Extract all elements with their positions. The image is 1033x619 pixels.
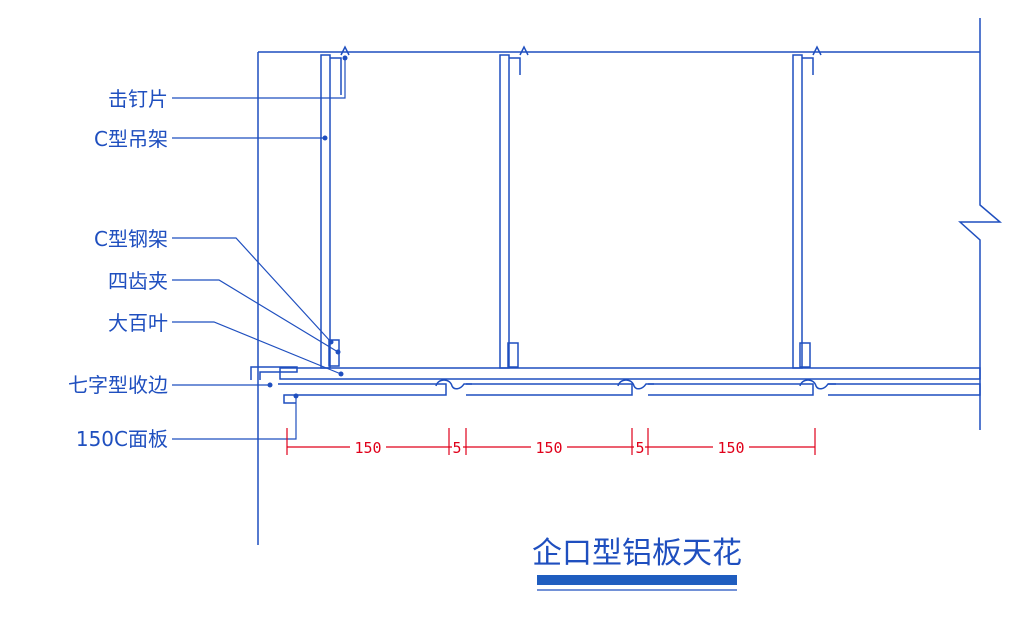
label-louver: 大百叶 [108, 311, 168, 335]
c-hanger-2 [499, 45, 529, 369]
title-bar [537, 575, 737, 585]
panel-4 [828, 383, 981, 396]
panel-hook-1 [435, 379, 472, 390]
clip-2 [507, 342, 519, 368]
right-break-line [958, 18, 1003, 430]
panel-hook-2 [617, 379, 654, 390]
dimension-5: 150 [717, 439, 744, 457]
label-nail: 击钉片 [108, 87, 168, 111]
label-panel: 150C面板 [76, 427, 168, 451]
leader-dots [267, 55, 348, 399]
panel-2 [466, 383, 633, 396]
dimension-2: 5 [452, 439, 461, 457]
panel-hook-3 [799, 379, 836, 390]
clip-3 [799, 342, 811, 368]
panel-1 [278, 383, 447, 404]
dimension-1: 150 [354, 439, 381, 457]
panel-3 [648, 383, 814, 396]
dimension-texts: 150 5 150 5 150 [350, 438, 749, 457]
label-edge-trim: 七字型收边 [68, 373, 168, 397]
c-hanger-3 [792, 45, 822, 369]
label-clip: 四齿夹 [108, 269, 168, 293]
leader-lines [172, 58, 346, 440]
structure-lines [250, 18, 1003, 545]
dimension-3: 150 [535, 439, 562, 457]
drawing-title: 企口型铝板天花 [532, 536, 742, 571]
label-c-hanger: C型吊架 [94, 127, 168, 151]
label-c-steel: C型钢架 [94, 227, 168, 251]
edge-trim [250, 366, 298, 380]
dimension-4: 5 [635, 439, 644, 457]
c-steel-rail [279, 367, 981, 380]
